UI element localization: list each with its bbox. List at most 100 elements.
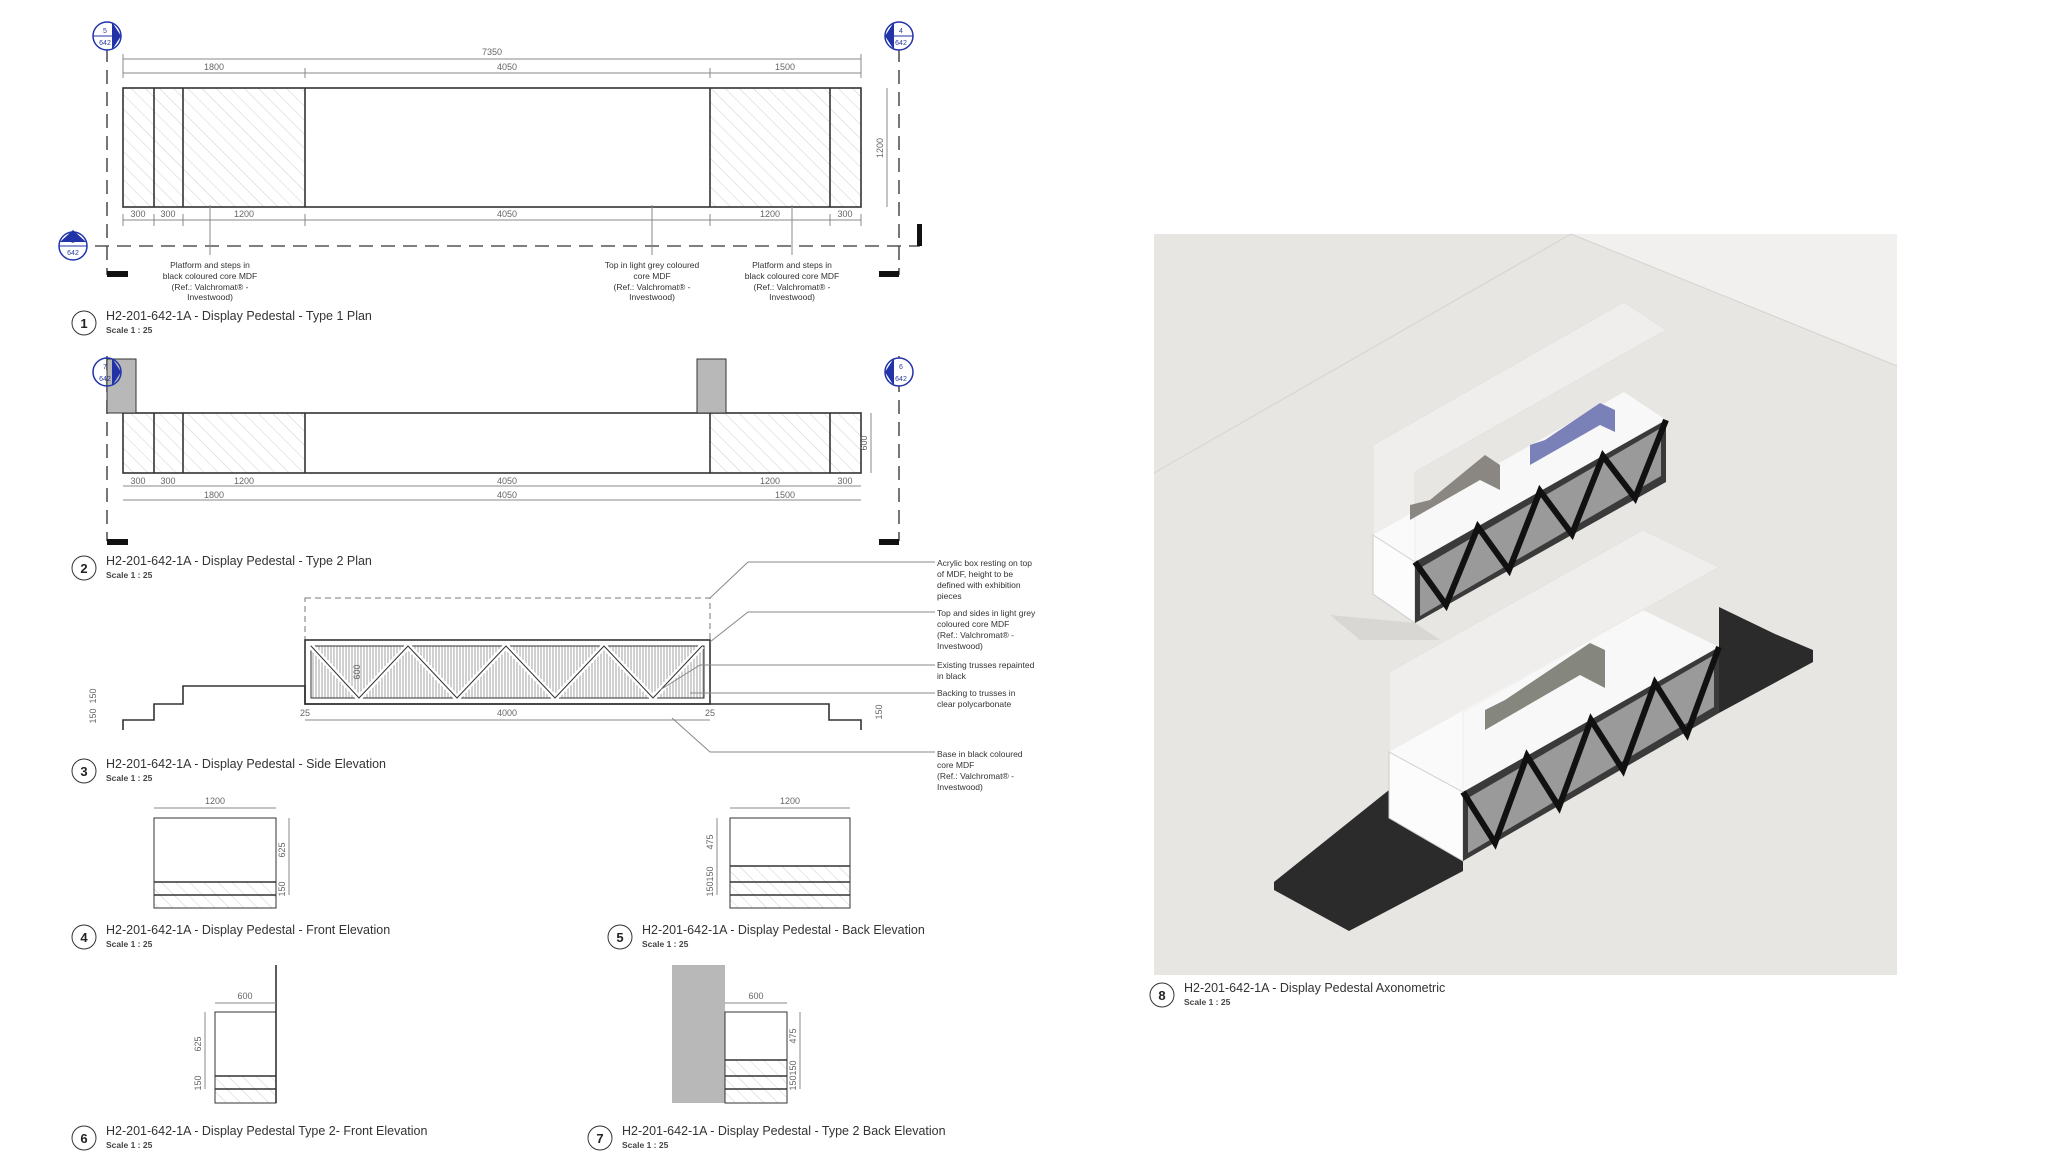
svg-text:1: 1 [80, 316, 87, 331]
svg-text:Investwood): Investwood) [769, 292, 815, 302]
svg-text:1200: 1200 [780, 796, 800, 806]
svg-text:4050: 4050 [497, 490, 517, 500]
svg-text:core MDF: core MDF [633, 271, 670, 281]
svg-text:H2-201-642-1A - Display Pedest: H2-201-642-1A - Display Pedestal - Type … [106, 309, 372, 323]
svg-text:Platform and steps in: Platform and steps in [170, 260, 250, 270]
dim-label: 1200 [760, 209, 780, 219]
svg-text:black coloured core MDF: black coloured core MDF [745, 271, 839, 281]
type2-front-elevation: 600 625 150 [193, 965, 277, 1104]
svg-text:475: 475 [788, 1028, 798, 1043]
svg-text:(Ref.: Valchromat® -: (Ref.: Valchromat® - [937, 771, 1014, 781]
svg-text:6: 6 [80, 1131, 87, 1146]
dim-label: 4050 [497, 209, 517, 219]
svg-text:core MDF: core MDF [937, 760, 974, 770]
svg-text:clear polycarbonate: clear polycarbonate [937, 699, 1011, 709]
svg-text:Existing trusses repainted: Existing trusses repainted [937, 660, 1035, 670]
svg-text:150: 150 [788, 1075, 798, 1090]
dim-label: 1500 [775, 62, 795, 72]
svg-text:H2-201-642-1A - Display Pedest: H2-201-642-1A - Display Pedestal - Back … [642, 923, 925, 937]
svg-text:pieces: pieces [937, 591, 962, 601]
svg-text:150: 150 [88, 688, 98, 703]
dim-label: 1200 [875, 138, 885, 158]
svg-text:H2-201-642-1A - Display Pedest: H2-201-642-1A - Display Pedestal - Side … [106, 757, 386, 771]
pedestal-outline [122, 87, 862, 208]
svg-text:150: 150 [705, 881, 715, 896]
svg-text:642: 642 [99, 40, 111, 47]
svg-text:Backing to trusses in: Backing to trusses in [937, 688, 1016, 698]
svg-text:coloured core MDF: coloured core MDF [937, 619, 1009, 629]
svg-text:625: 625 [277, 842, 287, 857]
svg-text:600: 600 [237, 991, 252, 1001]
svg-text:Base in black coloured: Base in black coloured [937, 749, 1023, 759]
svg-text:150: 150 [788, 1060, 798, 1075]
side-elevation: 4000 25 25 600 150 150 150 Acrylic box r… [88, 558, 1036, 792]
svg-text:Acrylic box resting on top: Acrylic box resting on top [937, 558, 1032, 568]
svg-text:H2-201-642-1A - Display Pedest: H2-201-642-1A - Display Pedestal Type 2-… [106, 1124, 428, 1138]
svg-text:1500: 1500 [775, 490, 795, 500]
svg-text:Scale 1 : 25: Scale 1 : 25 [106, 939, 153, 949]
svg-text:8: 8 [1158, 988, 1165, 1003]
svg-text:Scale 1 : 25: Scale 1 : 25 [642, 939, 689, 949]
svg-text:4: 4 [80, 930, 88, 945]
type2-back-elevation: 600 475 150 150 [672, 965, 801, 1104]
dim-label: 300 [837, 209, 852, 219]
svg-text:2: 2 [80, 561, 87, 576]
svg-text:1800: 1800 [204, 490, 224, 500]
svg-text:300: 300 [160, 476, 175, 486]
svg-text:300: 300 [837, 476, 852, 486]
svg-text:150: 150 [705, 866, 715, 881]
svg-text:600: 600 [859, 435, 869, 450]
svg-text:Investwood): Investwood) [629, 292, 675, 302]
svg-text:black coloured core MDF: black coloured core MDF [163, 271, 257, 281]
svg-text:(Ref.: Valchromat® -: (Ref.: Valchromat® - [754, 282, 831, 292]
svg-text:3: 3 [71, 238, 75, 245]
dim-label: 1200 [234, 209, 254, 219]
back-elevation: 1200 475 150 150 [705, 796, 851, 909]
view-caption-3: 3 H2-201-642-1A - Display Pedestal - Side… [71, 757, 386, 784]
view-caption-6: 6 H2-201-642-1A - Display Pedestal Type 2… [71, 1124, 428, 1151]
svg-text:Scale 1 : 25: Scale 1 : 25 [106, 570, 153, 580]
svg-text:600: 600 [748, 991, 763, 1001]
svg-text:Investwood): Investwood) [937, 782, 983, 792]
section-marker-4[interactable]: 4 642 [884, 21, 914, 51]
dim-label: 4050 [497, 62, 517, 72]
svg-text:(Ref.: Valchromat® -: (Ref.: Valchromat® - [937, 630, 1014, 640]
dim-label: 300 [130, 209, 145, 219]
wall-block [672, 965, 725, 1103]
svg-text:25: 25 [705, 708, 715, 718]
view-caption-5: 5 H2-201-642-1A - Display Pedestal - Back… [607, 923, 925, 950]
svg-text:1200: 1200 [205, 796, 225, 806]
svg-text:642: 642 [895, 40, 907, 47]
dim-overall: 7350 [482, 47, 502, 57]
svg-text:150: 150 [874, 704, 884, 719]
svg-text:1200: 1200 [760, 476, 780, 486]
svg-text:H2-201-642-1A - Display Pedest: H2-201-642-1A - Display Pedestal - Type … [106, 554, 372, 568]
dim-label: 1800 [204, 62, 224, 72]
svg-text:Investwood): Investwood) [937, 641, 983, 651]
svg-text:Scale 1 : 25: Scale 1 : 25 [622, 1140, 669, 1150]
axonometric-render [1153, 233, 1898, 975]
svg-text:1200: 1200 [234, 476, 254, 486]
svg-text:4: 4 [899, 28, 903, 35]
svg-text:in black: in black [937, 671, 967, 681]
view-caption-2: 2 H2-201-642-1A - Display Pedestal - Type… [71, 554, 372, 581]
svg-text:Top in light grey coloured: Top in light grey coloured [605, 260, 700, 270]
svg-text:3: 3 [80, 764, 87, 779]
svg-text:5: 5 [616, 930, 623, 945]
svg-text:300: 300 [130, 476, 145, 486]
svg-text:Platform and steps in: Platform and steps in [752, 260, 832, 270]
view-caption-1: 1 H2-201-642-1A - Display Pedestal - Type… [71, 309, 372, 336]
front-elevation: 1200 625 150 [153, 796, 290, 909]
svg-text:625: 625 [193, 1036, 203, 1051]
svg-text:642: 642 [895, 376, 907, 383]
svg-text:150: 150 [277, 881, 287, 896]
svg-text:4050: 4050 [497, 476, 517, 486]
